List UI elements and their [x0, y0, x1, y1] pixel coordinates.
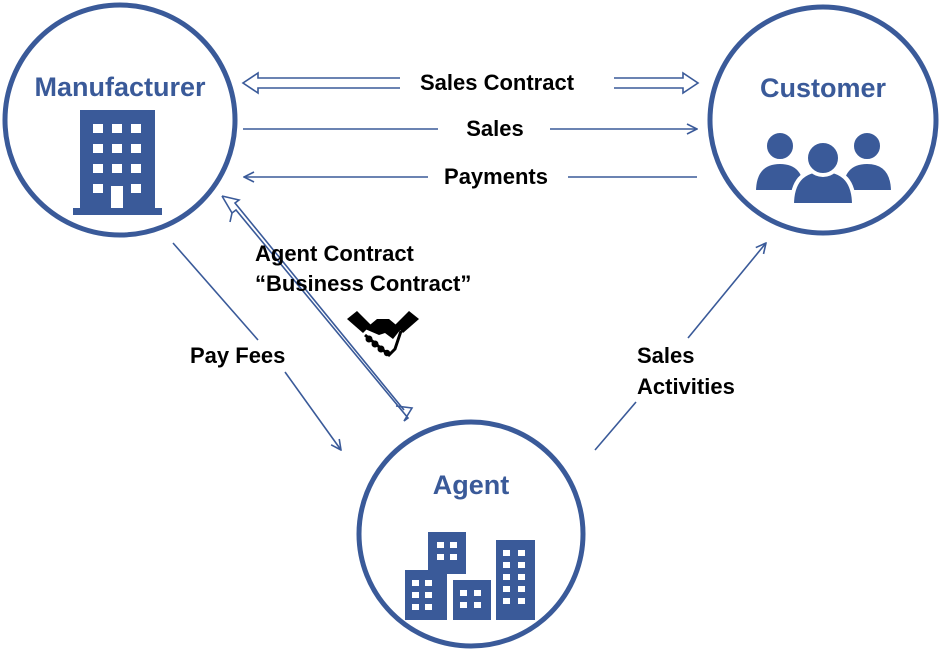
sales-contract-label: Sales Contract	[420, 70, 575, 95]
payments-label: Payments	[444, 164, 548, 189]
pay-fees-arrow	[172, 242, 341, 450]
customer-node: Customer	[707, 4, 939, 236]
sales-activities-arrow	[594, 243, 766, 451]
sales-activities-label-line2: Activities	[637, 374, 735, 399]
handshake-icon	[347, 311, 419, 358]
manufacturer-label: Manufacturer	[34, 72, 206, 102]
agent-contract-label-line1: Agent Contract	[255, 241, 415, 266]
agent-label: Agent	[433, 470, 510, 500]
agent-contract-label-line2: “Business Contract”	[255, 271, 471, 296]
people-group-icon	[751, 129, 896, 207]
city-buildings-icon	[405, 532, 535, 620]
customer-label: Customer	[760, 73, 887, 103]
agent-contract-arrow	[221, 195, 414, 422]
agent-node: Agent	[356, 419, 586, 649]
office-building-icon	[73, 110, 162, 215]
sales-activities-label-line1: Sales	[637, 343, 695, 368]
sales-label: Sales	[466, 116, 524, 141]
pay-fees-label: Pay Fees	[190, 343, 285, 368]
manufacturer-node: Manufacturer	[2, 2, 238, 238]
sales-contract-arrow	[241, 71, 700, 95]
